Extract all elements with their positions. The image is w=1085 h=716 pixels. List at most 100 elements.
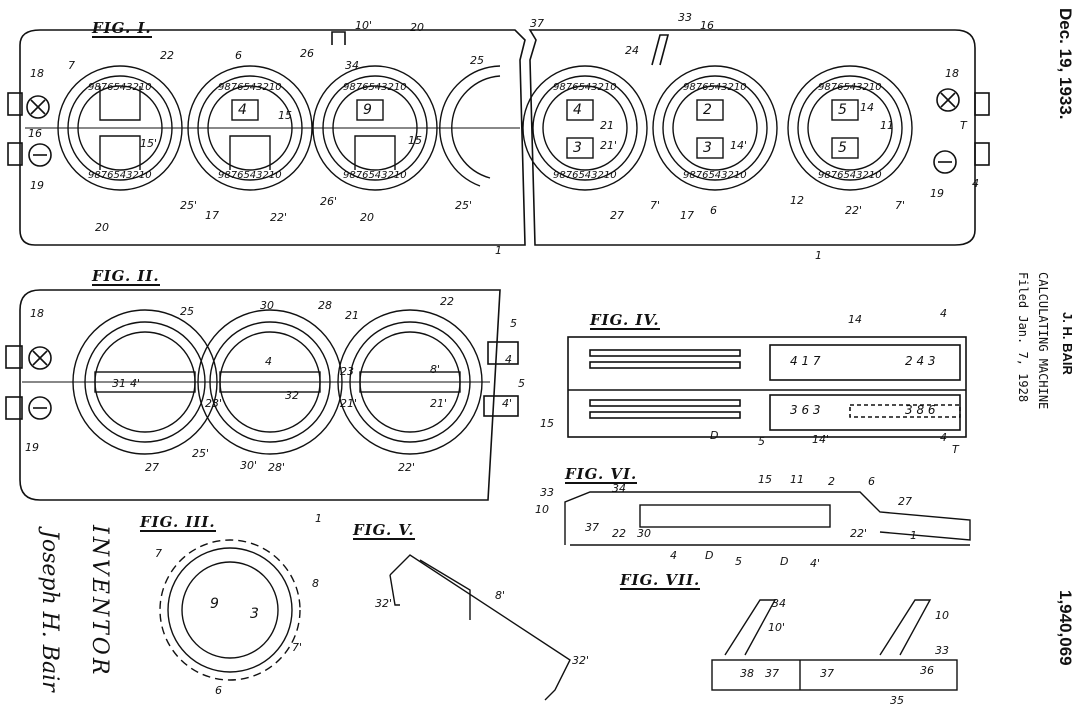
ref-numeral: 15 <box>540 417 554 430</box>
ref-numeral: 27 <box>145 461 159 474</box>
ref-numeral: 34 <box>612 482 626 495</box>
ref-numeral: 21' <box>340 397 358 410</box>
ref-numeral: 30 <box>637 527 651 540</box>
ref-numeral: 4 <box>505 353 512 366</box>
fig2-dials <box>72 309 483 455</box>
fig4-value: 3 6 3 <box>790 403 821 417</box>
ref-numeral: 1 <box>495 244 502 257</box>
ref-numeral: 4 <box>940 431 947 444</box>
window-value: 5 <box>838 140 847 156</box>
ref-numeral: 4' <box>502 397 513 410</box>
fig2-title: FIG. II. <box>92 267 160 286</box>
ref-numeral: 4 <box>265 355 272 368</box>
window-value: 4 <box>573 102 582 118</box>
ref-numeral: 19 <box>930 187 944 200</box>
fig1-clips <box>331 31 670 66</box>
ref-numeral: 30 <box>260 299 274 312</box>
ref-numeral: 23 <box>340 365 354 378</box>
fig2-symbols <box>28 346 52 420</box>
ref-numeral: 18 <box>945 67 959 80</box>
ref-numeral: 2 <box>828 475 835 488</box>
fig6-section <box>564 491 971 546</box>
ref-numeral: 33 <box>540 486 554 499</box>
ref-numeral: 22' <box>845 204 863 217</box>
ref-numeral: 32 <box>285 389 299 402</box>
ref-numeral: T <box>960 119 967 132</box>
fig1-dials <box>57 65 913 191</box>
ref-numeral: 7 <box>68 59 75 72</box>
ref-numeral: 14' <box>812 433 830 446</box>
ref-numeral: 26' <box>320 195 338 208</box>
ref-numeral: 7' <box>292 641 303 654</box>
filed-date: Filed Jan. 7, 1928 <box>1016 272 1030 403</box>
dial-digits: 9876543210 <box>683 82 747 93</box>
ref-numeral: 5 <box>758 435 765 448</box>
window-value: 2 <box>703 102 712 118</box>
ref-numeral: 33 <box>678 11 692 24</box>
ref-numeral: 25' <box>455 199 473 212</box>
ref-numeral: 33 <box>935 644 949 657</box>
fig3-title: FIG. III. <box>140 513 216 532</box>
fig4-value: 4 1 7 <box>790 354 821 368</box>
fig3-gear <box>159 539 301 681</box>
ref-numeral: 16 <box>28 127 42 140</box>
ref-numeral: 37 <box>585 521 599 534</box>
ref-numeral: 32' <box>572 654 590 667</box>
ref-numeral: 35 <box>890 694 904 707</box>
dial-digits: 9876543210 <box>88 82 152 93</box>
ref-numeral: 22' <box>398 461 416 474</box>
ref-numeral: 4' <box>130 377 141 390</box>
ref-numeral: 21 <box>600 119 614 132</box>
ref-numeral: D <box>780 555 789 568</box>
fig1-x-and-divide-symbols <box>26 88 960 174</box>
ref-numeral: 12 <box>790 194 804 207</box>
fig7-assembly <box>711 599 958 691</box>
ref-numeral: 11 <box>790 473 804 486</box>
ref-numeral: 8' <box>430 363 441 376</box>
ref-numeral: D <box>705 549 714 562</box>
ref-numeral: 24 <box>625 44 639 57</box>
ref-numeral: 22' <box>270 211 288 224</box>
ref-numeral: 21 <box>345 309 359 322</box>
ref-numeral: 30' <box>240 459 258 472</box>
ref-numeral: 19 <box>30 179 44 192</box>
ref-numeral: 11 <box>880 119 894 132</box>
fig4-value: 3 8 6 <box>905 403 936 417</box>
fig2-plate <box>5 289 519 501</box>
ref-numeral: 15 <box>758 473 772 486</box>
ref-numeral: 14 <box>860 101 874 114</box>
ref-numeral: 4 <box>670 549 677 562</box>
dial-digits: 9876543210 <box>88 170 152 181</box>
dial-digits: 9876543210 <box>553 170 617 181</box>
ref-numeral: D <box>710 429 719 442</box>
patent-number: 1,940,069 <box>1056 590 1075 666</box>
ref-numeral: 27 <box>898 495 912 508</box>
dial-digits: 9876543210 <box>218 82 282 93</box>
patent-date: Dec. 19, 1933. <box>1056 8 1075 120</box>
inventor-name: J. H. BAIR <box>1060 312 1075 375</box>
ref-numeral: 8 <box>312 577 319 590</box>
dial-digits: 9876543210 <box>343 170 407 181</box>
ref-numeral: 5 <box>518 377 525 390</box>
ref-numeral: 8' <box>495 589 506 602</box>
ref-numeral: 25 <box>180 305 194 318</box>
ref-numeral: 15' <box>140 137 158 150</box>
ref-numeral: 6 <box>215 684 222 697</box>
fig5-title: FIG. V. <box>353 521 415 540</box>
ref-numeral: 21' <box>600 139 618 152</box>
ref-numeral: 27 <box>610 209 624 222</box>
window-value: 3 <box>703 140 712 156</box>
ref-numeral: 22' <box>850 527 868 540</box>
window-value: 5 <box>838 102 847 118</box>
ref-numeral: 25 <box>470 54 484 67</box>
ref-numeral: 4 <box>940 307 947 320</box>
ref-numeral: 15 <box>408 134 422 147</box>
fig5-clip <box>389 554 571 701</box>
ref-numeral: 28' <box>268 461 286 474</box>
ref-numeral: 6 <box>868 475 875 488</box>
ref-numeral: 19 <box>25 441 39 454</box>
ref-numeral: 10 <box>535 503 549 516</box>
fig4-title: FIG. IV. <box>590 311 660 330</box>
dial-digits: 9876543210 <box>343 82 407 93</box>
